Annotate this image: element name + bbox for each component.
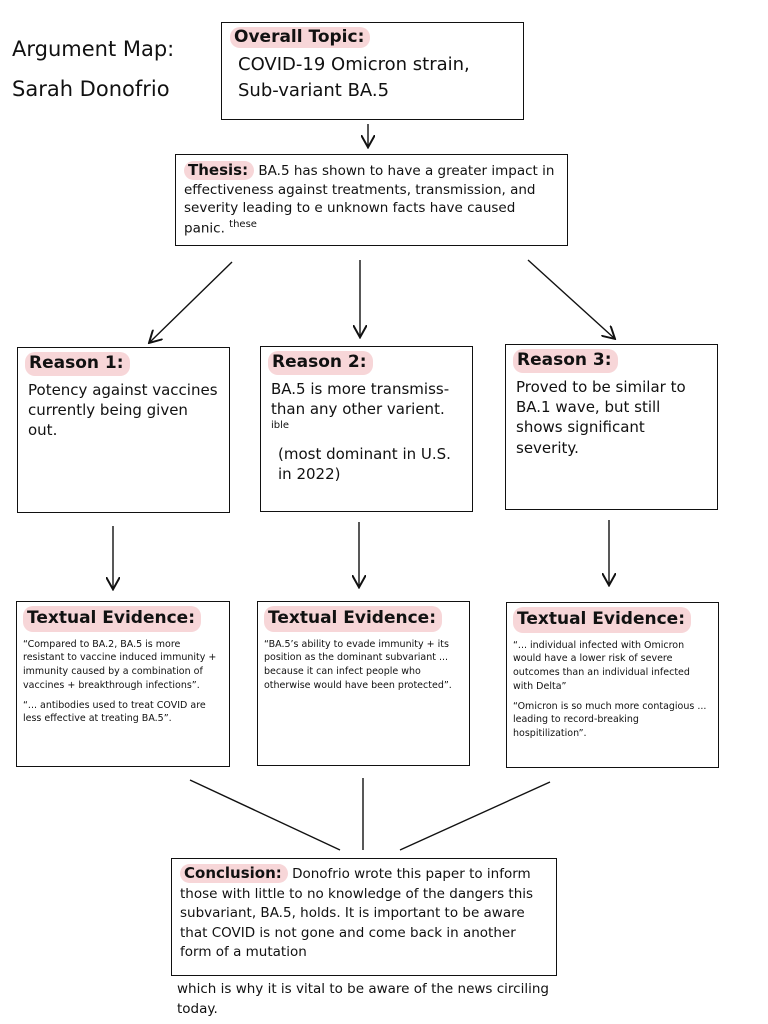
map-title: Argument Map: <box>12 37 175 61</box>
evidence-3-label: Textual Evidence: <box>513 607 692 633</box>
thesis-text: BA.5 has shown to have a greater impact … <box>184 163 555 237</box>
evidence-1-label: Textual Evidence: <box>23 606 202 632</box>
reason-2-label: Reason 2: <box>268 351 373 375</box>
thesis-label: Thesis: <box>184 161 255 180</box>
topic-label: Overall Topic: <box>230 27 371 48</box>
line-evidence3-to-conclusion <box>399 781 551 851</box>
reason-3-label: Reason 3: <box>513 349 618 373</box>
arrow-thesis-to-reason1 <box>150 261 233 342</box>
author-name: Sarah Donofrio <box>12 76 170 101</box>
conclusion-text: Donofrio wrote this paper to inform thos… <box>180 866 534 961</box>
reason-1-box: Reason 1: Potency against vaccines curre… <box>17 347 230 513</box>
arrow-thesis-to-reason3 <box>527 259 614 338</box>
reason-3-text: Proved to be similar to BA.1 wave, but s… <box>516 377 686 457</box>
evidence-1-quote-1: “Compared to BA.2, BA.5 is more resistan… <box>23 638 217 691</box>
conclusion-overflow-text: which is why it is vital to be aware of … <box>177 981 549 1017</box>
conclusion-box: Conclusion: Donofrio wrote this paper to… <box>171 858 557 976</box>
evidence-3-quote-2: “Omicron is so much more contagious ... … <box>513 700 707 740</box>
reason-1-text: Potency against vaccines currently being… <box>28 380 218 440</box>
reason-3-box: Reason 3: Proved to be similar to BA.1 w… <box>505 344 718 510</box>
reason-2-note: (most dominant in U.S. in 2022) <box>278 444 451 483</box>
reason-2-box: Reason 2: BA.5 is more transmiss- than a… <box>260 346 473 512</box>
evidence-2-label: Textual Evidence: <box>264 606 443 632</box>
evidence-2-quote-1: “BA.5’s ability to evade immunity + its … <box>264 638 452 691</box>
conclusion-label: Conclusion: <box>180 864 288 883</box>
evidence-1-box: Textual Evidence: “Compared to BA.2, BA.… <box>16 601 230 767</box>
reason-2-inserted-word: ible <box>271 420 290 432</box>
reason-2-text: BA.5 is more transmiss- than any other v… <box>271 379 450 419</box>
line-evidence1-to-conclusion <box>189 779 341 851</box>
topic-line-1: COVID-19 Omicron strain, <box>238 54 470 75</box>
evidence-1-quote-2: “... antibodies used to treat COVID are … <box>23 699 206 725</box>
thesis-box: Thesis: BA.5 has shown to have a greater… <box>175 154 568 246</box>
topic-line-2: Sub-variant BA.5 <box>238 80 390 102</box>
thesis-inserted-word: these <box>229 218 257 230</box>
topic-box: Overall Topic: COVID-19 Omicron strain, … <box>221 22 524 120</box>
evidence-3-box: Textual Evidence: “... individual infect… <box>506 602 719 768</box>
title-block: Argument Map: Sarah Donofrio <box>12 30 174 110</box>
evidence-2-box: Textual Evidence: “BA.5’s ability to eva… <box>257 601 470 766</box>
evidence-3-quote-1: “... individual infected with Omicron wo… <box>513 639 690 692</box>
reason-1-label: Reason 1: <box>25 352 130 376</box>
